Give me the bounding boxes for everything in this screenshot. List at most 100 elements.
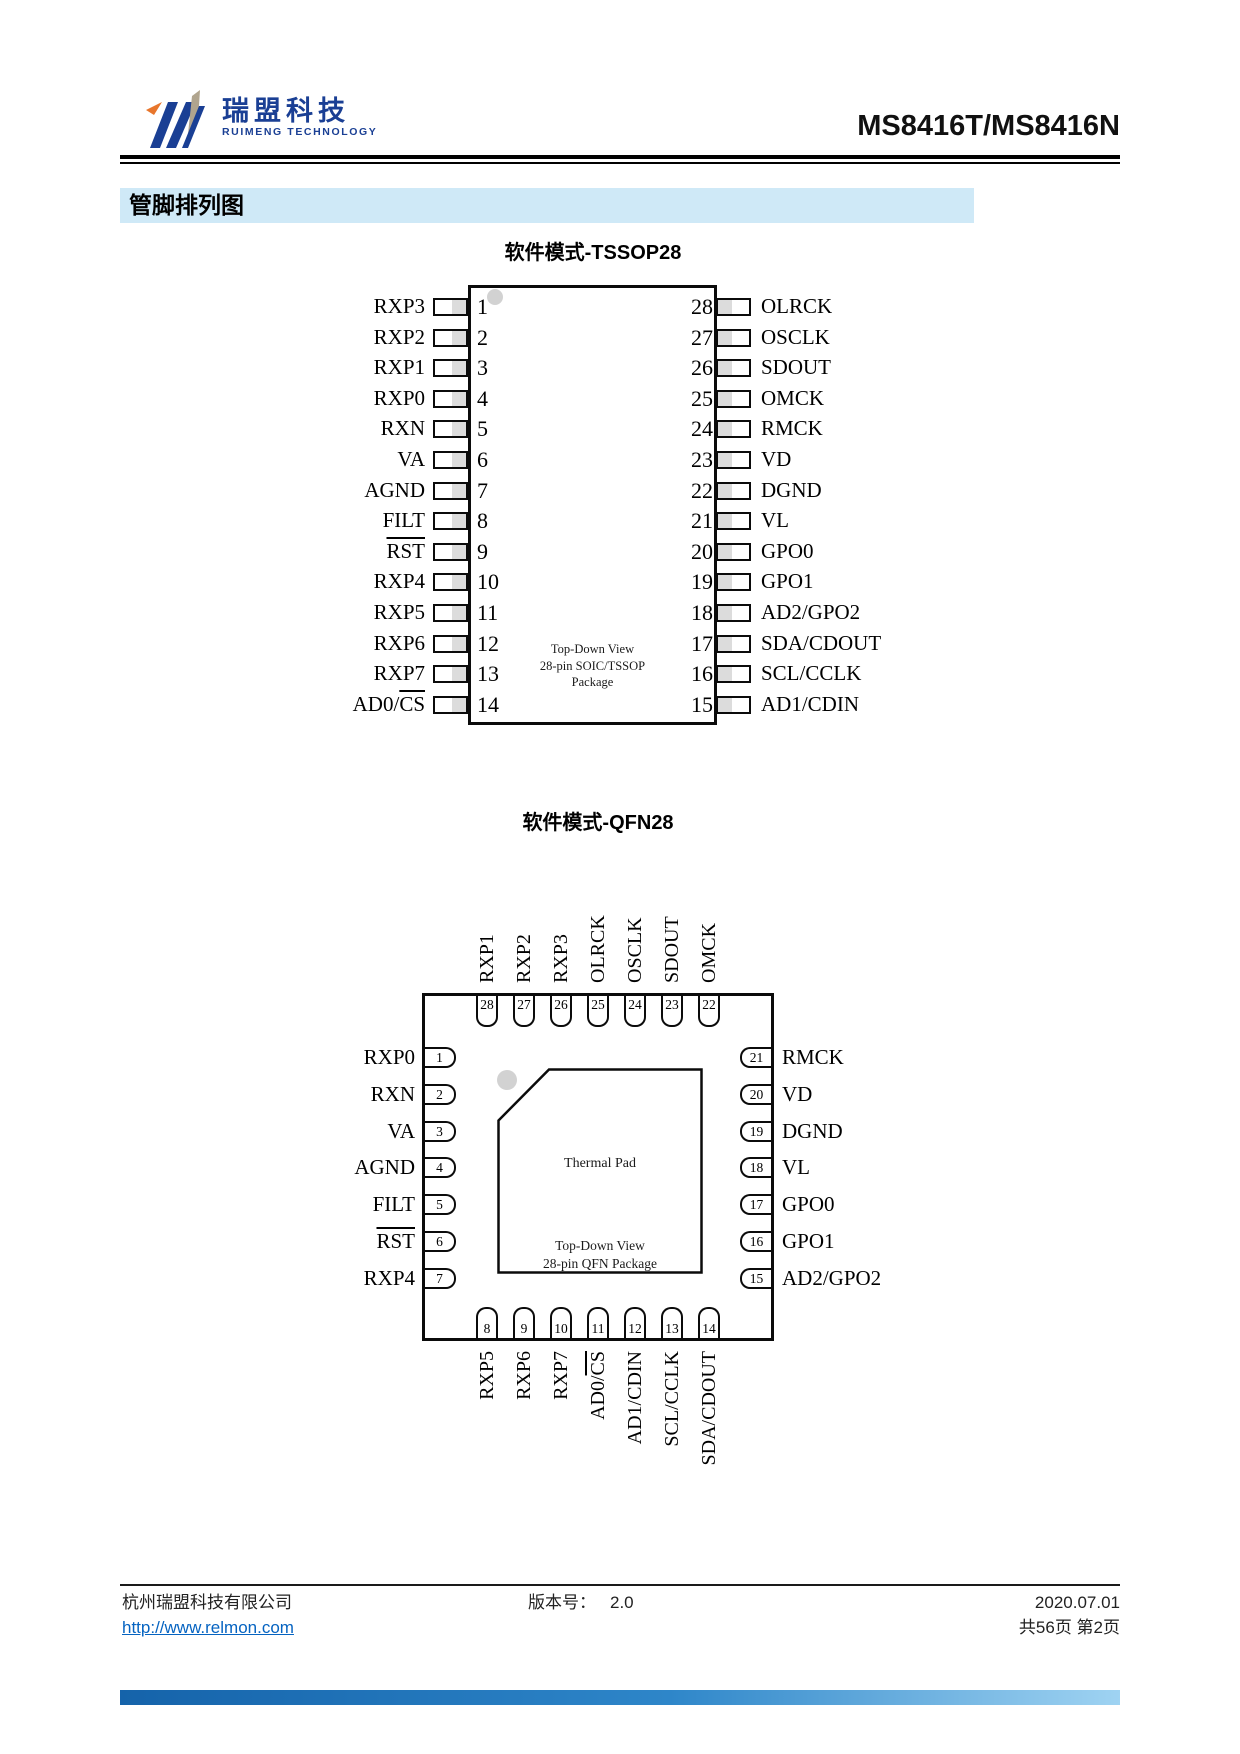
pin-stub-shading — [452, 361, 466, 376]
qfn-left-pin-label: VA — [120, 1118, 415, 1145]
pin-stub-shading — [452, 300, 466, 314]
qfn-right-pin-number: 15 — [749, 1270, 764, 1286]
plain-text: GPO0 — [761, 538, 814, 563]
qfn-top-pin-stub: 26 — [550, 996, 572, 1027]
pin-stub-shading — [452, 514, 466, 529]
qfn-top-pin-label: OSCLK — [624, 917, 646, 983]
tssop-right-pin-stub — [716, 359, 751, 378]
qfn-bottom-pin-stub: 11 — [587, 1307, 609, 1338]
plain-text: DGND — [782, 1118, 843, 1143]
qfn-top-pin-stub: 28 — [476, 996, 498, 1027]
qfn-right-pin-label: GPO0 — [782, 1191, 835, 1218]
tssop-left-pin-label: AD0/CS — [120, 691, 425, 718]
tssop-right-pin-label: OSCLK — [761, 324, 830, 351]
qfn-right-pin-number: 19 — [749, 1123, 764, 1139]
qfn-top-pin-label: OMCK — [698, 923, 720, 983]
qfn-top-pin-stub: 25 — [587, 996, 609, 1027]
tssop-right-pin-stub — [716, 481, 751, 500]
pin-stub-shading — [718, 453, 732, 467]
tssop-left-pin-stub — [433, 695, 468, 714]
pin-stub-shading — [452, 697, 466, 712]
company-logo-mark — [142, 88, 212, 158]
pin-stub-shading — [718, 422, 732, 437]
pin-stub-shading — [452, 667, 466, 682]
tssop-left-pin-label: RXP5 — [120, 599, 425, 626]
pin-stub-shading — [718, 300, 732, 314]
qfn-top-pin-stub: 27 — [513, 996, 535, 1027]
tssop-right-pin-stub — [716, 451, 751, 469]
plain-text: RMCK — [761, 416, 823, 441]
tssop-left-pin-label: RXP6 — [120, 630, 425, 657]
plain-text: VL — [761, 508, 789, 533]
tssop-right-pin-label: GPO1 — [761, 568, 814, 595]
tssop-right-pin-stub — [716, 665, 751, 684]
tssop-left-pin-number: 1 — [477, 294, 488, 319]
logo-text-block: 瑞盟科技 RUIMENG TECHNOLOGY — [222, 96, 377, 138]
plain-text: SCL/CCLK — [661, 1351, 683, 1447]
plain-text: OSCLK — [624, 917, 646, 983]
qfn-bottom-pin-label: SDA/CDOUT — [698, 1351, 720, 1465]
tssop-right-pin-stub — [716, 573, 751, 592]
tssop-left-pin-number: 5 — [477, 416, 488, 442]
qfn-right-pin-stub: 15 — [740, 1267, 771, 1289]
qfn-left-pin-label: RXP0 — [120, 1044, 415, 1071]
tssop-left-pin-stub — [433, 420, 468, 439]
qfn-top-pin-number: 23 — [665, 997, 679, 1012]
plain-text: RXP0 — [373, 385, 425, 410]
tssop-left-pin-label: RXP1 — [120, 354, 425, 381]
plain-text: OLRCK — [587, 915, 609, 983]
qfn-left-pin-number: 5 — [436, 1197, 443, 1213]
plain-text: SCL/CCLK — [761, 661, 862, 686]
pin-stub-shading — [718, 606, 732, 620]
plain-text: VD — [782, 1081, 813, 1106]
qfn-bottom-pin-label: RXP7 — [550, 1351, 572, 1400]
tssop-left-pin-number: 4 — [477, 385, 488, 411]
qfn-right-pin-label: AD2/GPO2 — [782, 1265, 881, 1292]
plain-text: SDA/CDOUT — [761, 630, 882, 655]
footer-website-link[interactable]: http://www.relmon.com — [122, 1618, 294, 1637]
footer-version-value: 2.0 — [610, 1593, 634, 1612]
plain-text: FILT — [382, 508, 425, 533]
qfn-bottom-pin-number: 13 — [665, 1321, 679, 1336]
qfn-left-pin-number: 3 — [436, 1123, 443, 1139]
product-title: MS8416T/MS8416N — [857, 110, 1120, 142]
plain-text: RXP0 — [363, 1045, 415, 1069]
footer-rule — [120, 1584, 1120, 1586]
qfn-left-pin-stub: 3 — [425, 1120, 456, 1142]
qfn-right-pin-stub: 17 — [740, 1194, 771, 1216]
overline-text: CS — [587, 1351, 609, 1376]
pin-stub-shading — [452, 606, 466, 620]
tssop-right-pin-stub — [716, 420, 751, 439]
tssop-left-pin-stub — [433, 298, 468, 316]
qfn-bottom-pin-number: 14 — [702, 1321, 716, 1336]
pin-stub-shading — [452, 391, 466, 406]
tssop-right-pin-number: 21 — [691, 508, 713, 534]
qfn-bottom-pin-number: 11 — [591, 1321, 605, 1336]
tssop-left-pin-stub — [433, 389, 468, 408]
qfn-left-pin-label: RXN — [120, 1081, 415, 1108]
plain-text: RXN — [370, 1081, 415, 1106]
pin-stub-shading — [718, 330, 732, 345]
tssop-right-pin-number: 15 — [691, 691, 713, 717]
qfn-bottom-pin-stub: 13 — [661, 1307, 683, 1338]
qfn-top-pin-number: 22 — [702, 997, 716, 1012]
qfn-right-pin-number: 21 — [749, 1050, 764, 1065]
tssop-right-pin-label: OMCK — [761, 385, 824, 412]
qfn-left-pin-number: 7 — [436, 1270, 443, 1286]
pin-stub-shading — [718, 514, 732, 529]
qfn-bottom-pin-label: AD0/CS — [587, 1351, 609, 1420]
qfn-right-pin-stub: 18 — [740, 1157, 771, 1179]
tssop-right-pin-number: 18 — [691, 600, 713, 625]
qfn-right-pin-number: 20 — [749, 1086, 764, 1102]
qfn-left-pin-number: 1 — [436, 1050, 443, 1065]
thermal-pad-outline-icon — [497, 1068, 703, 1274]
tssop-left-pin-stub — [433, 359, 468, 378]
qfn-top-pin-stub: 22 — [698, 996, 720, 1027]
tssop-right-pin-stub — [716, 604, 751, 622]
tssop-pin1-dot — [487, 289, 503, 305]
plain-text: RXP5 — [476, 1351, 498, 1400]
header-rule-thick — [120, 155, 1120, 159]
tssop-left-pin-label: RXP4 — [120, 568, 425, 595]
qfn-right-pin-stub: 16 — [740, 1231, 771, 1252]
